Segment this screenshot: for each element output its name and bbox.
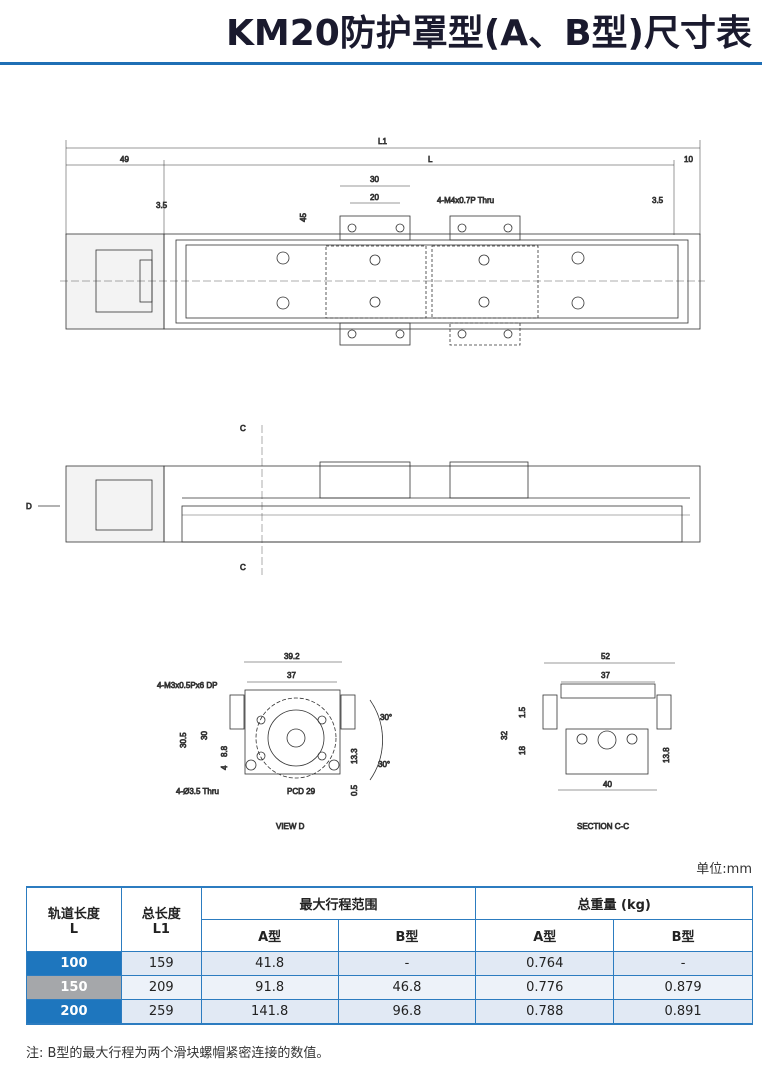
dim-30-5: 30.5 (179, 732, 188, 748)
dim-49: 49 (120, 155, 129, 164)
header-total-weight: 总重量 (kg) (475, 886, 753, 920)
cell-stroke-b: 96.8 (337, 999, 477, 1025)
dim-8-8: 8.8 (220, 745, 229, 757)
cell-weight-b: 0.879 (613, 975, 753, 1000)
dim-10: 10 (684, 155, 693, 164)
dim-L1: L1 (378, 137, 387, 146)
top-view: L1 L 49 10 30 20 4-M4x0.7P Thru 3.5 3.5 … (60, 137, 705, 346)
cell-weight-b: - (613, 951, 753, 976)
cell-stroke-a: 141.8 (200, 999, 339, 1025)
section-mark-c-bottom: C (240, 563, 246, 572)
header-stroke-b: B型 (337, 919, 477, 952)
dim-1-5: 1.5 (518, 706, 527, 718)
section-mark-c-top: C (240, 424, 246, 433)
footnote: 注: B型的最大行程为两个滑块螺帽紧密连接的数值。 (26, 1046, 330, 1061)
unit-label: 单位:mm (696, 862, 752, 877)
dim-37: 37 (601, 671, 610, 680)
dim-45: 45 (299, 213, 308, 222)
dim-0-5: 0.5 (350, 784, 359, 796)
cell-weight-a: 0.788 (475, 999, 615, 1025)
technical-drawing: L1 L 49 10 30 20 4-M4x0.7P Thru 3.5 3.5 … (26, 137, 705, 832)
cell-stroke-b: - (337, 951, 477, 976)
cell-rail-length: 150 (26, 975, 122, 1000)
section-cc-caption: SECTION C-C (577, 822, 629, 831)
table-row: 150 209 91.8 46.8 0.776 0.879 (26, 975, 753, 1000)
cell-total-length: 209 (120, 975, 202, 1000)
dim-30: 30 (200, 731, 209, 740)
header-max-stroke: 最大行程范围 (200, 886, 477, 920)
page-title: KM20防护罩型(A、B型)尺寸表 (225, 13, 752, 54)
hole-callout: 4-Ø3.5 Thru (176, 787, 219, 796)
cell-total-length: 159 (120, 951, 202, 976)
dim-4: 4 (220, 765, 229, 770)
cell-stroke-a: 91.8 (200, 975, 339, 1000)
cell-rail-length: 200 (26, 999, 122, 1025)
dim-3-5-left: 3.5 (156, 201, 168, 210)
angle-30-top: 30° (380, 713, 392, 722)
cell-stroke-a: 41.8 (200, 951, 339, 976)
dim-37: 37 (287, 671, 296, 680)
dim-40: 40 (603, 780, 612, 789)
dim-52: 52 (601, 652, 610, 661)
view-d-caption: VIEW D (276, 822, 305, 831)
cell-weight-a: 0.764 (475, 951, 615, 976)
dim-13-3: 13.3 (350, 748, 359, 764)
thread-callout: 4-M4x0.7P Thru (437, 196, 494, 205)
dim-30: 30 (370, 175, 379, 184)
cell-total-length: 259 (120, 999, 202, 1025)
header-stroke-a: A型 (200, 919, 339, 952)
dim-18: 18 (518, 746, 527, 755)
dim-13-8: 13.8 (662, 747, 671, 763)
tap-callout: 4-M3x0.5Px6 DP (157, 681, 217, 690)
dim-L: L (428, 155, 433, 164)
dim-3-5-right: 3.5 (652, 196, 664, 205)
dim-39-2: 39.2 (284, 652, 300, 661)
cell-weight-a: 0.776 (475, 975, 615, 1000)
table-row: 100 159 41.8 - 0.764 - (26, 951, 753, 976)
cell-weight-b: 0.891 (613, 999, 753, 1025)
header-weight-a: A型 (475, 919, 615, 952)
table-row: 200 259 141.8 96.8 0.788 0.891 (26, 999, 753, 1025)
dim-20: 20 (370, 193, 379, 202)
view-mark-d: D (26, 502, 32, 511)
header-weight-b: B型 (613, 919, 753, 952)
angle-30-bottom: 30° (378, 760, 390, 769)
title-divider (0, 62, 762, 65)
cell-stroke-b: 46.8 (337, 975, 477, 1000)
section-cc: 52 37 40 1.5 32 18 13.8 SECTION C-C (500, 652, 675, 831)
side-view: C C D (26, 424, 701, 575)
pcd-callout: PCD 29 (287, 787, 316, 796)
view-d: 39.2 37 30° 30° 4-M3x0.5Px6 DP 4-Ø3.5 Th… (157, 652, 393, 832)
dim-32: 32 (500, 731, 509, 740)
cell-rail-length: 100 (26, 951, 122, 976)
